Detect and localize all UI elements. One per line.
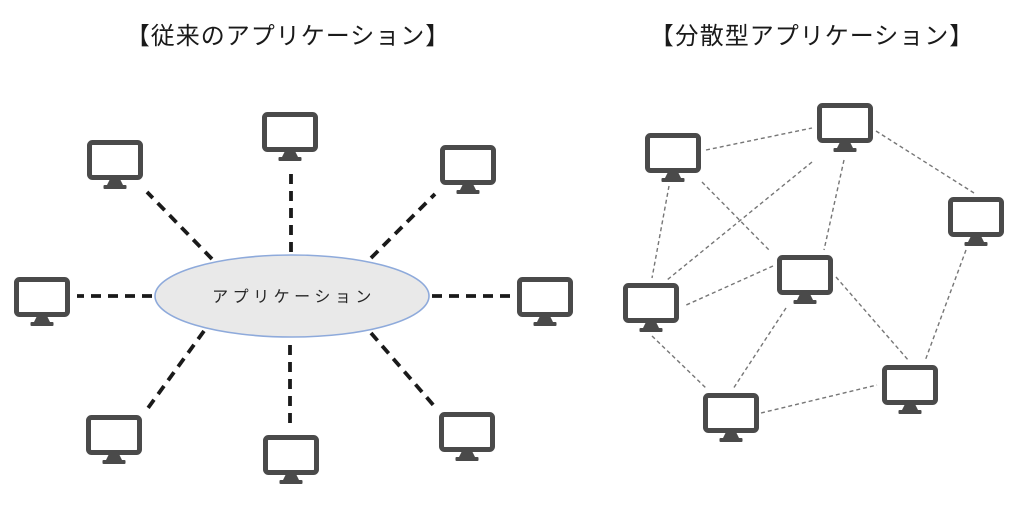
computer-icon-pc-c <box>948 197 1004 246</box>
connection-line-pc-d-pc-e <box>683 265 774 307</box>
computer-icon-pc-f <box>703 393 759 442</box>
connection-line-pc-c-pc-g <box>924 249 967 362</box>
right-diagram-title: 【分散型アプリケーション】 <box>649 23 975 50</box>
computer-icon-pc-top <box>262 112 318 161</box>
application-label: アプリケーション <box>212 288 376 306</box>
connection-line-pc-d-pc-f <box>732 307 787 390</box>
connection-line-pc-e-pc-f <box>651 335 708 390</box>
computer-icon-pc-g <box>882 365 938 414</box>
computer-icon-pc-b <box>817 103 873 152</box>
connection-line-pc-a-pc-d <box>701 181 771 252</box>
connection-line-hub-pc-top-left <box>145 190 214 261</box>
connection-line-pc-b-pc-e <box>666 161 813 281</box>
computer-icon-pc-left <box>14 277 70 326</box>
application-ellipse <box>154 254 430 338</box>
connection-line-hub-pc-top-right <box>369 192 437 260</box>
computer-icon-pc-right <box>517 277 573 326</box>
computer-icon-pc-top-right <box>440 145 496 194</box>
computer-icon-pc-bottom <box>263 435 319 484</box>
connection-line-pc-b-pc-d <box>823 159 845 251</box>
connection-line-pc-d-pc-g <box>835 276 910 362</box>
computer-icon-pc-bottom-right <box>439 412 495 461</box>
connection-line-hub-pc-bottom-left <box>146 329 206 410</box>
computer-icon-pc-d <box>777 255 833 304</box>
connection-line-pc-a-pc-b <box>705 127 813 151</box>
computer-icon-pc-top-left <box>87 140 143 189</box>
computer-icon-pc-bottom-left <box>86 415 142 464</box>
connection-line-pc-f-pc-g <box>760 384 878 414</box>
left-diagram-title: 【従来のアプリケーション】 <box>125 23 451 50</box>
connection-line-pc-a-pc-e <box>651 185 670 279</box>
computer-icon-pc-a <box>645 133 701 182</box>
connection-line-pc-b-pc-c <box>875 130 975 194</box>
connection-line-hub-pc-bottom-right <box>369 331 437 409</box>
computer-icon-pc-e <box>623 283 679 332</box>
